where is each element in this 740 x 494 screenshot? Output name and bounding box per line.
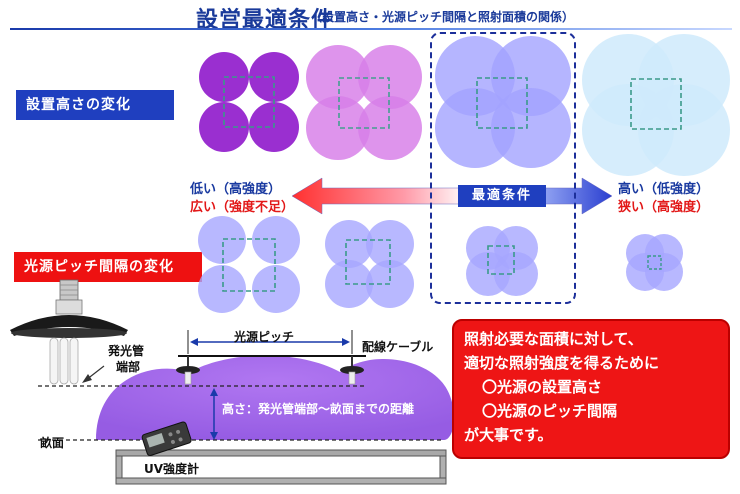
- target-area: [647, 255, 662, 270]
- callout-line-4: 〇光源のピッチ間隔: [482, 402, 618, 420]
- target-area: [487, 245, 515, 275]
- cable-label: 配線ケーブル: [362, 340, 434, 354]
- uv-lamp-illustration: [10, 279, 128, 385]
- uv-meter-label: UV強度計: [144, 462, 200, 476]
- left-line-1: 低い（高強度）: [190, 182, 282, 197]
- light-circle: [645, 253, 683, 291]
- light-circle: [198, 216, 246, 264]
- right-line-2: 狭い（高強度）: [618, 200, 710, 215]
- uv-light-spread: [96, 355, 454, 440]
- pitch-arrow: [187, 330, 353, 354]
- right-line-1: 高い（低強度）: [618, 182, 710, 197]
- light-circle: [491, 88, 571, 168]
- light-circle: [638, 84, 730, 176]
- best-condition-frame: [430, 32, 576, 304]
- light-circle: [306, 45, 370, 109]
- target-area: [630, 78, 682, 130]
- callout-line-1: 照射必要な面積に対して、: [464, 330, 643, 348]
- ridge-bench: [115, 449, 447, 485]
- light-circle: [435, 88, 515, 168]
- light-circle: [325, 220, 373, 268]
- light-circle: [358, 45, 422, 109]
- target-area: [476, 77, 528, 129]
- left-line-2: 広い（強度不足）: [190, 200, 295, 215]
- height-group-1-low: [199, 52, 299, 152]
- lamp-tip-label-1: 発光管: [108, 344, 145, 358]
- pitch-group-3-best: [466, 226, 538, 296]
- uv-meter: [141, 421, 192, 457]
- small-lamp-right: [340, 356, 364, 385]
- pitch-group-4-narrow: [626, 234, 683, 291]
- pitch-change-label: 光源ピッチ間隔の変化: [14, 252, 202, 282]
- callout-line-5: が大事です。: [464, 426, 553, 444]
- light-circle: [306, 96, 370, 160]
- target-area: [345, 239, 391, 285]
- target-area: [338, 77, 390, 129]
- lamp-tip-label-2: 端部: [116, 360, 141, 374]
- light-circle: [199, 102, 249, 152]
- light-circle: [198, 265, 246, 313]
- light-circle: [252, 216, 300, 264]
- pitch-group-1-wide: [198, 216, 300, 313]
- lamp-tip-pointer: [82, 365, 105, 383]
- light-circle: [358, 96, 422, 160]
- best-condition-label: 最適条件: [458, 185, 546, 207]
- light-circle: [252, 265, 300, 313]
- target-area: [222, 238, 276, 292]
- ridge-label: 畝面: [40, 436, 65, 450]
- height-description: 高さ：発光管端部～畝面までの距離: [222, 402, 415, 416]
- height-group-2: [306, 45, 422, 160]
- height-group-4-high: [582, 34, 730, 176]
- height-change-label: 設置高さの変化: [16, 90, 174, 120]
- page-subtitle: （設置高さ・光源ピッチ間隔と照射面積の関係）: [310, 10, 575, 24]
- title-underline: [10, 28, 732, 30]
- double-arrow: [291, 177, 613, 215]
- pitch-group-2: [325, 220, 414, 308]
- callout-line-2: 適切な照射強度を得るために: [464, 354, 660, 372]
- small-lamp-left: [176, 356, 200, 385]
- light-circle: [494, 252, 538, 296]
- height-group-3-best: [435, 36, 571, 168]
- pitch-label: 光源ピッチ: [234, 330, 295, 344]
- height-arrow: [210, 388, 218, 440]
- target-area: [223, 76, 275, 128]
- callout-line-3: 〇光源の設置高さ: [482, 378, 603, 396]
- key-point-callout: 照射必要な面積に対して、 適切な照射強度を得るために 〇光源の設置高さ 〇光源の…: [452, 319, 730, 459]
